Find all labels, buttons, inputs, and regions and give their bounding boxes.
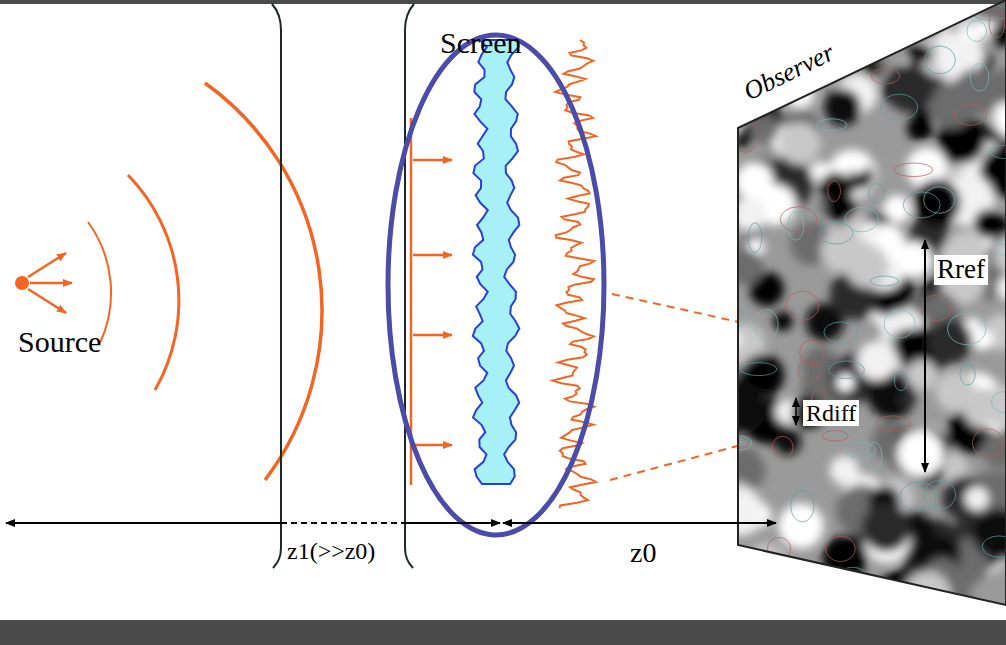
rref-label: Rref — [934, 255, 988, 285]
ground — [0, 4, 1006, 620]
z0-label: z0 — [630, 538, 656, 569]
source-dot — [15, 276, 29, 290]
plane-wave — [411, 118, 452, 485]
screen-label: Screen — [440, 26, 522, 59]
z1-label: z1(>>z0) — [287, 538, 375, 564]
highlight-ellipse — [388, 35, 604, 535]
panel-border — [738, 0, 1006, 605]
phase-screen — [473, 40, 520, 484]
observer-panel — [710, 0, 1006, 622]
source-rays — [28, 83, 322, 480]
source-label: Source — [18, 325, 101, 358]
rdiff-arrow — [795, 398, 797, 425]
dimension-arrows — [6, 522, 776, 524]
plane-lines — [272, 4, 414, 568]
rref-arrow — [924, 240, 926, 472]
rdiff-label: Rdiff — [803, 400, 859, 426]
